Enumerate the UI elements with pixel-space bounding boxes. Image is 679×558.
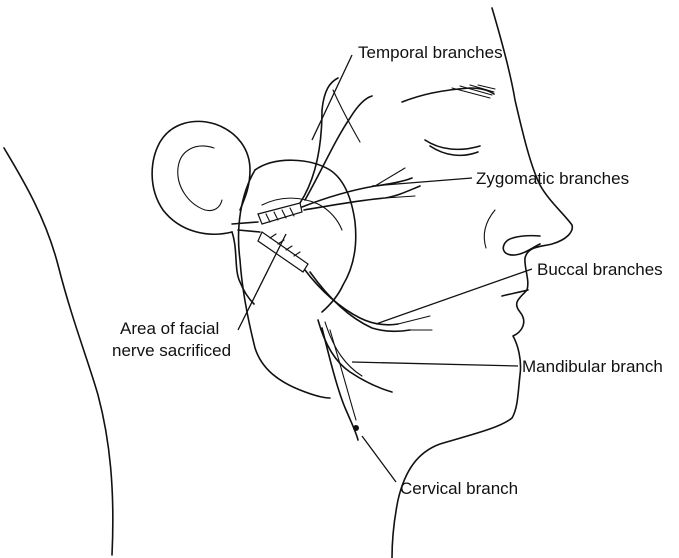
- label-cervical: Cervical branch: [400, 479, 518, 498]
- leader-buccal: [376, 269, 532, 324]
- nose-wing: [503, 236, 540, 255]
- parotid-flap: [255, 160, 356, 312]
- nerve-trunk: [232, 222, 260, 232]
- cervical-knot: [353, 425, 359, 431]
- label-zygomatic: Zygomatic branches: [476, 169, 629, 188]
- temporal-branch-2: [305, 96, 372, 200]
- head-back-outline: [4, 148, 113, 555]
- ear-outline: [152, 121, 250, 234]
- leader-temporal: [312, 55, 352, 140]
- face-profile: [392, 8, 572, 558]
- ear-inner: [178, 146, 222, 210]
- leader-area: [238, 234, 286, 330]
- label-temporal: Temporal branches: [358, 43, 503, 62]
- label-mandibular: Mandibular branch: [522, 357, 663, 376]
- eye: [425, 140, 480, 155]
- nasolabial-crease: [484, 210, 495, 248]
- buccal-branch-3: [398, 316, 432, 330]
- label-area-line1: Area of facial: [120, 319, 219, 338]
- sacrificed-segment-upper: [258, 203, 302, 224]
- zygomatic-branch-1: [302, 178, 412, 207]
- leader-mandibular: [352, 362, 518, 366]
- zygomatic-branch-2: [304, 186, 420, 210]
- label-buccal: Buccal branches: [537, 260, 663, 279]
- leader-cervical: [362, 436, 396, 482]
- temporal-branch-3: [333, 90, 360, 142]
- label-area-line2: nerve sacrificed: [112, 341, 231, 360]
